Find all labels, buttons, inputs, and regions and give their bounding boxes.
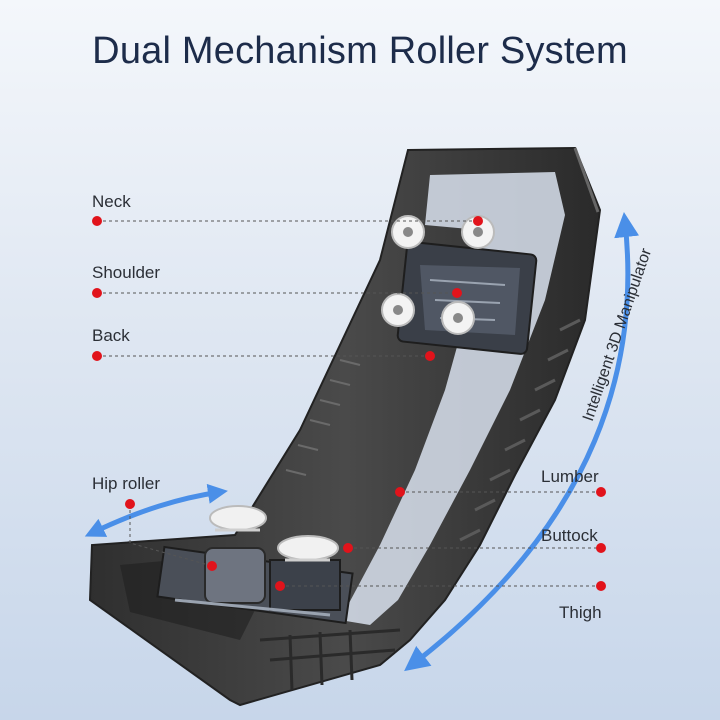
label-back: Back (92, 326, 130, 345)
page-title: Dual Mechanism Roller System (92, 30, 628, 72)
neck-marker-left (92, 216, 102, 226)
shoulder-marker-left (92, 288, 102, 298)
buttock-marker-left (343, 543, 353, 553)
back-marker-left (92, 351, 102, 361)
hip-roller-swing-arrow (84, 483, 228, 537)
buttock-marker-right (596, 543, 606, 553)
label-lumber: Lumber (541, 467, 599, 486)
label-neck: Neck (92, 192, 131, 211)
shoulder-marker-right (452, 288, 462, 298)
neck-marker-right (473, 216, 483, 226)
manipulator-range-arrow (404, 212, 640, 672)
label-shoulder: Shoulder (92, 263, 161, 282)
label-thigh: Thigh (559, 603, 602, 622)
thigh-marker-left (275, 581, 285, 591)
thigh-marker-right (596, 581, 606, 591)
hip-roller-marker-bottom (207, 561, 217, 571)
label-buttock: Buttock (541, 526, 598, 545)
lumber-marker-right (596, 487, 606, 497)
position-markers (92, 216, 606, 591)
leader-lines (97, 220, 601, 587)
label-hip-roller: Hip roller (92, 474, 161, 493)
hip-roller-marker-top (125, 499, 135, 509)
lumber-marker-left (395, 487, 405, 497)
back-marker-right (425, 351, 435, 361)
